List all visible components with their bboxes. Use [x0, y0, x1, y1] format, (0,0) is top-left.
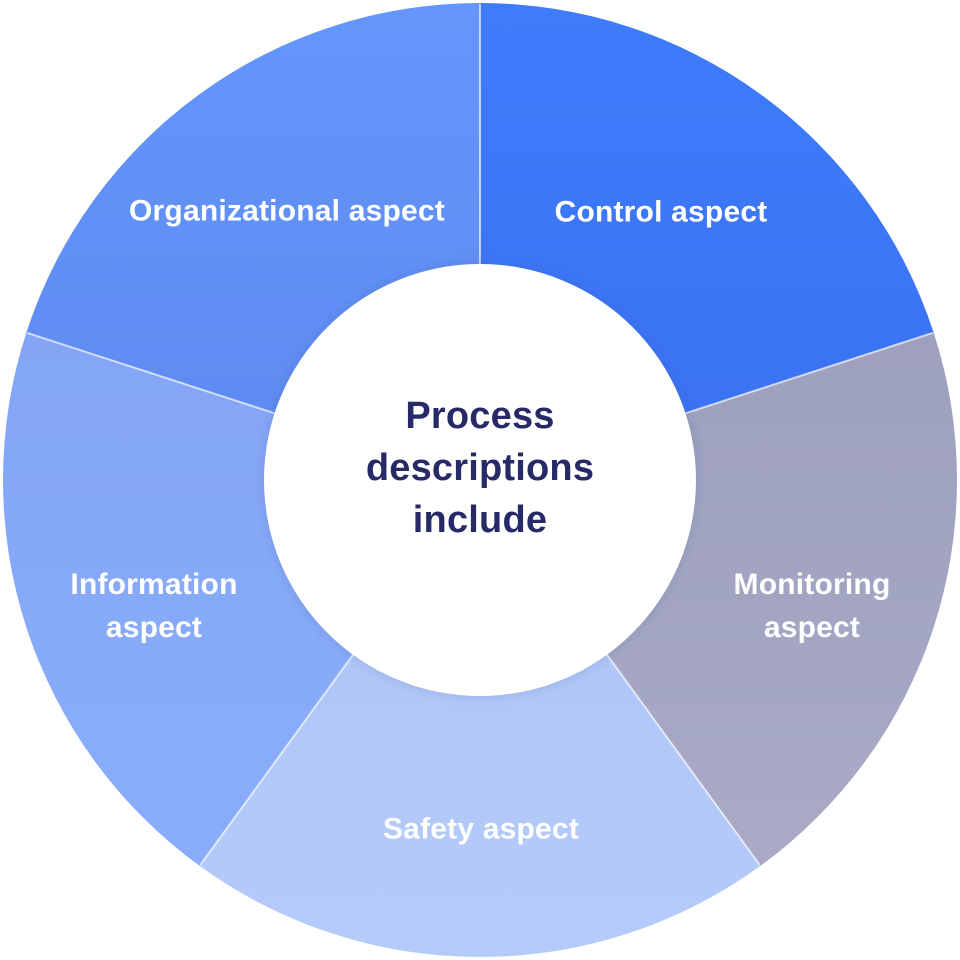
- center-title-line-3: include: [412, 499, 548, 541]
- segment-label-monitoring-aspect: Monitoring aspect: [733, 568, 891, 644]
- segment-safety-aspect: [199, 480, 761, 957]
- center-title-line-1: Process: [405, 395, 555, 437]
- chart-center-title: Process descriptions include: [366, 390, 594, 546]
- segment-label-safety-aspect: Safety aspect: [382, 812, 580, 846]
- segment-label-information-aspect: Information aspect: [70, 568, 238, 644]
- segment-label-control-aspect: Control aspect: [554, 195, 768, 229]
- segment-label-organizational-aspect: Organizational aspect: [129, 194, 445, 228]
- center-title-line-2: descriptions: [365, 447, 595, 489]
- center-circle: [264, 264, 696, 696]
